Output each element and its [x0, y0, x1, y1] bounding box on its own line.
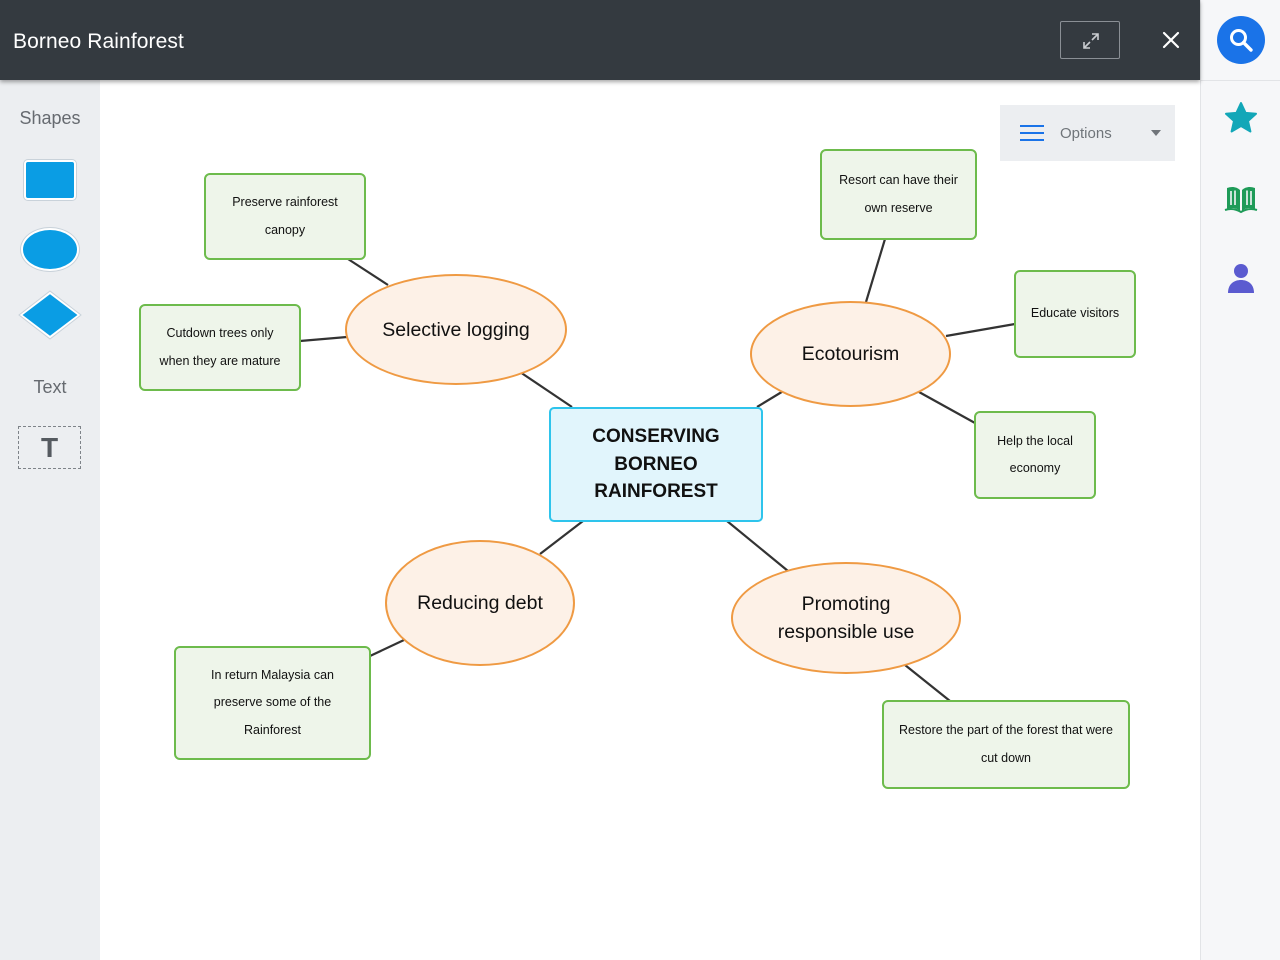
branch-label: Ecotourism — [801, 343, 900, 365]
connector-eco-educate — [945, 322, 1016, 338]
search-button[interactable] — [1217, 16, 1265, 64]
leaf-line: Help the local — [997, 433, 1073, 448]
leaf-line: Preserve rainforest — [232, 195, 338, 209]
rectangle-shape[interactable] — [24, 160, 76, 200]
connector-center-eco — [756, 389, 786, 408]
center-node[interactable]: CONSERVING BORNEO RAINFOREST — [549, 407, 763, 522]
leaf-line: canopy — [264, 222, 306, 237]
leaf-educate-visitors[interactable]: Educate visitors — [1014, 270, 1136, 358]
leaf-line: Restore the part of the forest that were — [898, 723, 1113, 737]
close-button[interactable] — [1158, 27, 1184, 53]
center-line: RAINFOREST — [594, 481, 718, 503]
leaf-malaysia-preserve[interactable]: In return Malaysia can preserve some of … — [174, 646, 371, 760]
leaf-restore-forest[interactable]: Restore the part of the forest that were… — [882, 700, 1130, 789]
shapes-panel: Shapes Text T — [0, 80, 100, 960]
leaf-line: own reserve — [864, 200, 933, 215]
options-label: Options — [1060, 125, 1112, 142]
leaf-line: economy — [1009, 461, 1061, 475]
expand-button[interactable] — [1060, 21, 1120, 59]
person-icon[interactable] — [1223, 260, 1259, 296]
leaf-resort-reserve[interactable]: Resort can have their own reserve — [820, 149, 977, 240]
menu-icon — [1020, 125, 1044, 141]
connector-eco-economy — [918, 391, 976, 424]
rail-divider — [1201, 80, 1280, 81]
connector-center-promo — [726, 520, 789, 572]
connector-debt-malaysia — [369, 639, 405, 657]
chevron-down-icon — [1151, 130, 1161, 136]
text-heading: Text — [33, 377, 67, 397]
leaf-cutdown-trees[interactable]: Cutdown trees only when they are mature — [139, 304, 301, 391]
branch-label: responsible use — [777, 621, 915, 643]
star-icon[interactable] — [1223, 100, 1259, 136]
branch-label: Selective logging — [382, 318, 530, 341]
connector-center-logging — [519, 371, 573, 408]
leaf-line: Resort can have their — [839, 173, 958, 187]
shapes-heading: Shapes — [19, 108, 81, 128]
window-title: Borneo Rainforest — [13, 30, 184, 53]
text-tool[interactable]: T — [18, 426, 81, 469]
connector-lines — [299, 238, 1016, 702]
close-icon — [1162, 31, 1180, 49]
leaf-line: preserve some of the — [213, 695, 332, 710]
leaf-help-local-economy[interactable]: Help the local economy — [974, 411, 1096, 499]
center-line: BORNEO — [614, 453, 698, 475]
leaf-line: Cutdown trees only — [166, 326, 274, 340]
center-line: CONSERVING — [592, 426, 720, 448]
branch-label: Promoting — [801, 593, 891, 615]
leaf-preserve-canopy[interactable]: Preserve rainforest canopy — [204, 173, 366, 260]
leaf-line: In return Malaysia can — [211, 667, 334, 682]
connector-logging-canopy — [347, 258, 389, 286]
right-rail — [1200, 0, 1280, 960]
leaf-line: Rainforest — [244, 722, 301, 737]
connector-logging-cutdown — [299, 335, 348, 343]
branch-reducing-debt[interactable]: Reducing debt — [385, 540, 575, 666]
connector-eco-resort — [864, 238, 887, 303]
leaf-line: Educate visitors — [1030, 306, 1120, 321]
branch-promoting-responsible-use[interactable]: Promoting responsible use — [731, 562, 961, 674]
search-icon — [1230, 29, 1253, 52]
branch-label: Reducing debt — [417, 592, 543, 614]
expand-arrows-icon — [1083, 33, 1099, 49]
branch-selective-logging[interactable]: Selective logging — [345, 274, 567, 385]
connector-center-debt — [539, 520, 584, 555]
leaf-line: cut down — [980, 750, 1031, 765]
title-bar: Borneo Rainforest — [0, 0, 1200, 80]
connector-promo-restore — [904, 664, 951, 702]
book-icon[interactable] — [1223, 180, 1259, 216]
ellipse-shape[interactable] — [21, 228, 79, 271]
text-tool-glyph: T — [40, 432, 59, 463]
diamond-shape[interactable] — [18, 290, 82, 340]
leaf-line: when they are mature — [159, 353, 281, 368]
options-dropdown[interactable]: Options — [1000, 105, 1175, 161]
branch-ecotourism[interactable]: Ecotourism — [750, 301, 951, 407]
